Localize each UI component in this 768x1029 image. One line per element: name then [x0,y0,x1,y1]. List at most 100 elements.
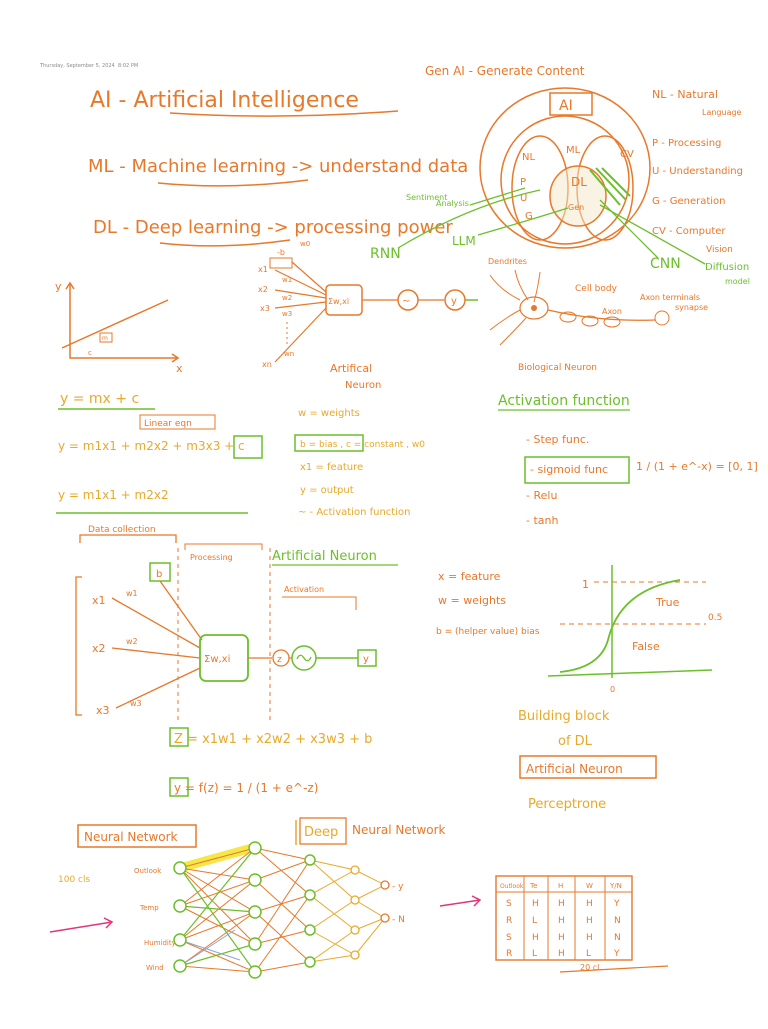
nn-edges-blue [179,929,241,967]
neuron2-w2: w2 [126,637,138,646]
graph-x: x [176,362,183,375]
table-r1-c2: H [532,899,539,909]
abbrev-g: G - Generation [652,196,726,207]
feature-b: b = (helper value) bias [436,627,540,637]
building-boxed: Artificial Neuron [526,762,623,776]
eq-multi: y = m1x1 + m2x2 + m3x3 + c [58,439,245,453]
neuron1-x2: x2 [258,285,268,294]
diffusion-arrow [599,204,706,265]
neuron1-wn: wn [284,350,294,358]
graph-axes [69,283,178,359]
neuron2-sum: Σw,xi [204,654,230,665]
activation-sigmoid: - sigmoid func [530,463,608,476]
neuron2-w3: w3 [130,699,142,708]
neuron2-w1: w1 [126,589,138,598]
abbrev-u: U - Understanding [652,166,743,177]
sigmoid-curve [559,579,681,673]
venn-ml-label: ML [566,145,581,156]
sigmoid-one: 1 [582,578,589,591]
building-line-1: Building block [518,709,610,724]
table-r3-c1: S [506,933,512,943]
symbol-legend: w = weights b = bias , c = constant , w0… [294,408,425,518]
legend-x: x1 = feature [300,462,363,473]
nn-hidden1-node-5 [248,965,262,979]
nn-input-node-1 [173,861,187,875]
bio-caption: Biological Neuron [518,363,597,373]
legend-y: y = output [300,485,354,496]
venn-ml-circle [500,115,630,245]
sigmoid-formula: 1 / (1 + e^-x) = [0, 1] [636,460,758,473]
deep-box [299,817,347,845]
nn-hidden2-node-2 [304,889,316,901]
bio-myelin-3 [603,316,621,328]
deep-label: Deep [304,825,338,840]
neuron2-activation: Activation [284,585,324,594]
neuron2-output: y [363,654,369,665]
nn-hidden3-node-3 [350,925,360,935]
graph-line [61,299,169,349]
feature-w: w = weights [438,594,506,607]
graph-y: y [55,280,62,293]
nn-hidden3-node-1 [350,865,360,875]
venn-gen-label: Gen [568,203,584,212]
nn-output-node-y [380,880,390,890]
data-collection-bracket [79,534,177,543]
neuron2-title: Artificial Neuron [272,549,377,564]
building-block-notes: Building block of DL Artificial Neuron P… [518,709,657,812]
table-r4-c4: L [586,949,591,959]
sigmoid-plot: 1 0.5 0 True False [547,565,722,694]
neuron1-sum: Σw,xi [328,297,349,306]
weather-data-table: Outlook Te H W Y/N S H H H Y R L H H N S… [495,875,669,973]
venn-p-label: P [520,177,526,188]
nn-input-wind: Wind [146,964,164,972]
activation-step: - Step func. [526,433,589,446]
bio-synapse: synapse [675,303,708,312]
analysis-label: Analysis [436,199,469,208]
z-equation: Z = x1w1 + x2w2 + x3w3 + b [174,732,372,747]
llm-arrow [477,207,569,236]
table-border [495,875,633,961]
venn-nl-label: NL [522,152,535,163]
neuron2-x2: x2 [92,642,106,655]
eq-constant-box [233,435,263,459]
ai-underline [169,110,399,117]
venn-dl-label: DL [571,175,587,189]
nn-hidden1-node-3 [248,905,262,919]
nn-input-temp: Temp [139,904,159,912]
perceptron-label: Perceptrone [528,797,606,812]
neuron2-bias: b [156,569,162,580]
sentiment-label: Sentiment [406,193,447,202]
bio-dendrites: Dendrites [488,257,527,266]
table-r4-c3: H [558,949,565,959]
abbrev-cv-2: Vision [706,245,733,255]
graph-c: c [88,349,92,357]
building-line-2: of DL [558,734,593,749]
neuron2-wave [296,654,312,662]
table-r1-c3: H [558,899,565,909]
rnn-label: RNN [370,246,401,262]
table-header-wind: W [586,882,593,890]
neuron2-connections [111,580,203,709]
feature-legend: x = feature w = weights b = (helper valu… [436,570,540,637]
genai-definition: Gen AI - Generate Content [425,64,585,78]
table-r2-c3: H [558,916,565,926]
nn-count: 100 cls [58,875,90,885]
venn-cv-label: CV [620,149,634,160]
rnn-arrow [397,189,541,249]
ai-venn-diagram: AI NL ML CV DL P U G Gen [479,87,651,249]
sigmoid-false: False [632,640,660,653]
activation-functions: Activation function - Step func. - sigmo… [498,393,758,527]
venn-dl-circle [549,165,607,227]
nn-hidden2-node-4 [304,956,316,968]
nn-hidden2-node-1 [304,854,316,866]
bio-axon-terminals: Axon terminals [640,293,700,302]
venn-ai-circle [479,87,651,249]
sentiment-arrow [469,187,526,206]
table-header-outlook: Outlook [500,883,524,890]
neuron1-caption-1: Artifical [330,362,372,375]
artificial-neuron-sketch: -b w0 x1 x2 x3 xn w1 w2 w3 wn Σw,xi ~ y … [258,240,478,391]
activation-tanh: - tanh [526,514,558,527]
abbrev-nl-2: Language [702,108,742,117]
